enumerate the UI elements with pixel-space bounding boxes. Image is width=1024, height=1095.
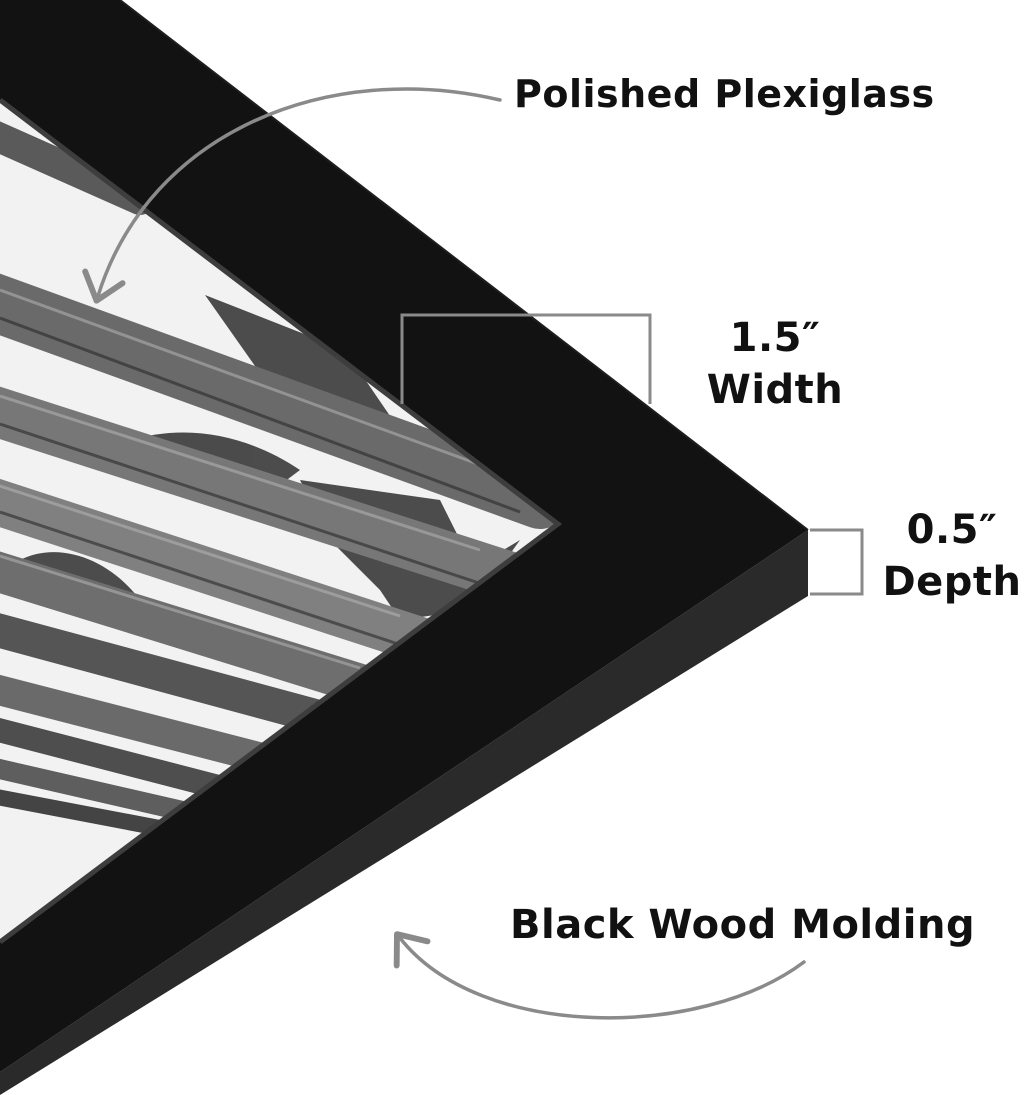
bracket-icon bbox=[810, 528, 864, 596]
depth-callout: 0.5″ Depth bbox=[872, 504, 1024, 608]
curved-arrow-icon bbox=[82, 87, 502, 304]
width-value: 1.5″ bbox=[729, 315, 821, 361]
curved-arrow-icon bbox=[393, 931, 806, 1020]
depth-value: 0.5″ bbox=[906, 507, 998, 553]
width-label: Width bbox=[706, 367, 844, 413]
molding-label: Black Wood Molding bbox=[510, 902, 976, 948]
inner-bevel bbox=[0, 98, 563, 945]
frame-side bbox=[0, 530, 808, 1095]
bracket-icon bbox=[400, 313, 652, 404]
width-callout: 1.5″ Width bbox=[690, 312, 860, 416]
plexiglass-label: Polished Plexiglass bbox=[514, 72, 935, 116]
depth-label: Depth bbox=[882, 559, 1022, 605]
